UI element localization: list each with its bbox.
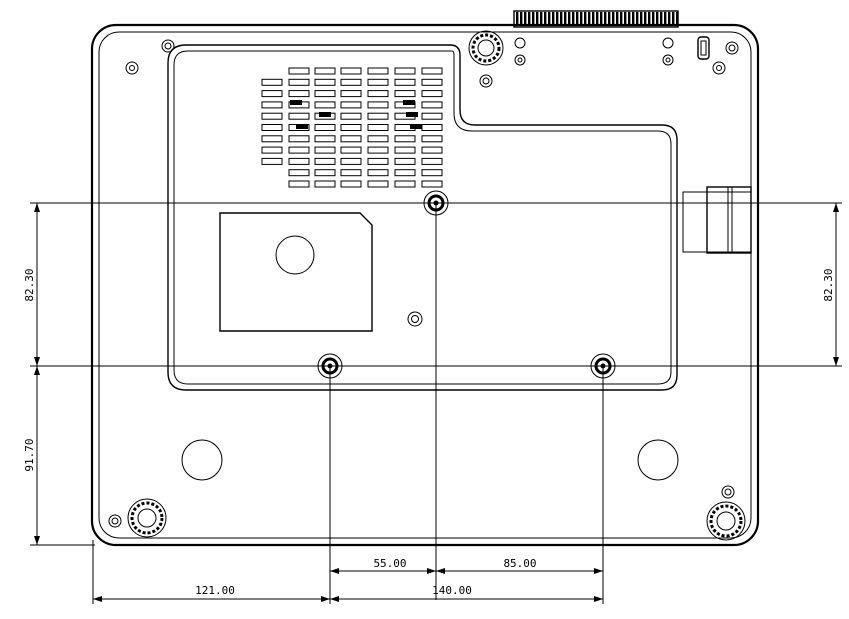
security-slot [697, 36, 710, 60]
dim-bottom-140: 140.00 [432, 584, 472, 597]
inner-panel-outline-inner [173, 50, 672, 385]
adjustable-foot-bottom-left [127, 498, 167, 538]
adjustable-foot-top [468, 30, 504, 66]
foot-pad-right [637, 439, 679, 481]
label-plate [219, 212, 373, 332]
screw-top-right [725, 41, 739, 55]
foot-pad-left [181, 439, 223, 481]
screw-right-upper [712, 61, 726, 75]
screw-top-mid-1 [514, 37, 526, 66]
dim-bottom-121: 121.00 [195, 584, 235, 597]
side-latch [682, 186, 752, 254]
screw-below-top-foot [479, 74, 493, 88]
projector-body-outline [90, 23, 760, 547]
dim-left-upper: 82.30 [23, 268, 36, 301]
panel-screw [407, 311, 423, 327]
screw-bottom-left [108, 514, 122, 528]
screw-left-upper [125, 61, 139, 75]
dimension-lines [34, 203, 839, 602]
adjustable-foot-bottom-right [706, 501, 746, 541]
vent-grille [261, 67, 443, 188]
dim-right: 82.30 [822, 268, 835, 301]
inner-panel-outline [167, 44, 678, 391]
dim-bottom-85: 85.00 [503, 557, 536, 570]
focus-ring [513, 10, 679, 28]
dim-left-lower: 91.70 [23, 438, 36, 471]
screw-right-lower [721, 485, 735, 499]
screw-top-left [161, 39, 175, 53]
extension-lines [30, 202, 842, 604]
screw-top-mid-2 [662, 37, 674, 66]
dim-bottom-55: 55.00 [373, 557, 406, 570]
